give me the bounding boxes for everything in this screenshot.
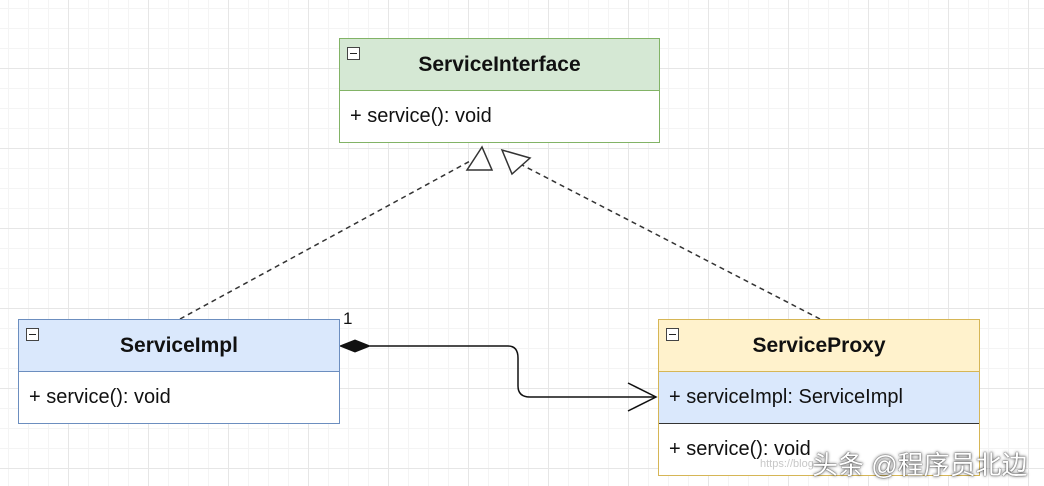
method-signature: + service(): void (669, 438, 811, 460)
impl-realization-arrowhead-icon (465, 145, 494, 171)
service-proxy-header: ServiceProxy (659, 320, 979, 372)
service-proxy-field: + serviceImpl: ServiceImpl (659, 372, 979, 424)
proxy-realization-line (521, 164, 821, 320)
watermark-url: https://blog (760, 458, 814, 470)
collapse-icon[interactable] (666, 328, 679, 341)
service-proxy-method: + service(): void (659, 424, 979, 475)
method-signature: + service(): void (29, 386, 171, 408)
service-interface-title: ServiceInterface (418, 52, 581, 76)
collapse-icon[interactable] (347, 47, 360, 60)
service-impl-method: + service(): void (19, 372, 339, 423)
collapse-icon[interactable] (26, 328, 39, 341)
service-impl-title: ServiceImpl (120, 333, 238, 357)
composition-line (370, 345, 656, 398)
service-interface-class[interactable]: ServiceInterface + service(): void (339, 38, 660, 143)
field-signature: + serviceImpl: ServiceImpl (669, 386, 903, 408)
method-signature: + service(): void (350, 105, 492, 127)
composition-diamond-icon (338, 339, 372, 353)
composition-arrowhead-icon (627, 382, 658, 412)
service-proxy-title: ServiceProxy (752, 333, 886, 357)
service-proxy-class[interactable]: ServiceProxy + serviceImpl: ServiceImpl … (658, 319, 980, 476)
service-impl-header: ServiceImpl (19, 320, 339, 372)
service-interface-method: + service(): void (340, 91, 659, 142)
service-impl-class[interactable]: ServiceImpl + service(): void (18, 319, 340, 424)
composition-multiplicity-label: 1 (343, 309, 353, 328)
service-interface-header: ServiceInterface (340, 39, 659, 91)
impl-realization-line (179, 159, 473, 320)
watermark-text: 头条 @程序员北边 (812, 450, 1028, 480)
proxy-realization-arrowhead-icon (500, 148, 532, 176)
